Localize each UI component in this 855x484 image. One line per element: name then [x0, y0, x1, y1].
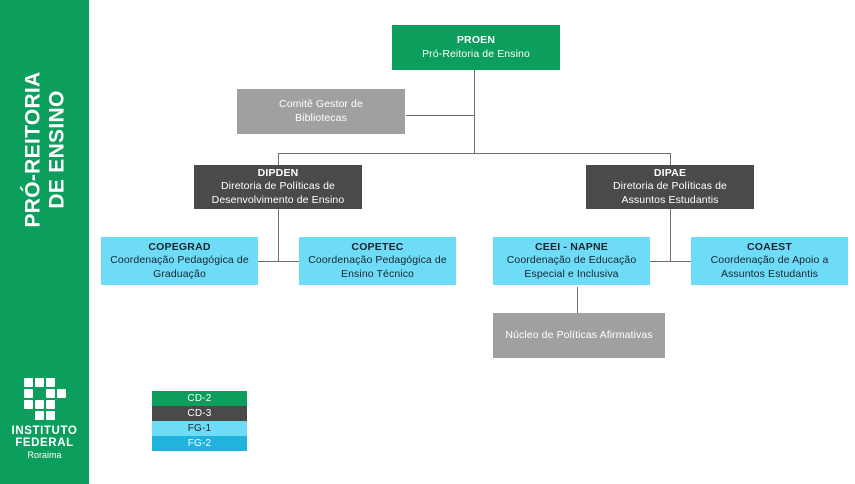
- node-proen[interactable]: PROEN Pró-Reitoria de Ensino: [392, 25, 560, 70]
- legend-label-fg1: FG-1: [187, 423, 212, 434]
- node-ceei-napne-subtitle: Coordenação de Educação Especial e Inclu…: [506, 254, 637, 280]
- node-copegrad-title: COPEGRAD: [148, 240, 211, 253]
- node-comite-subtitle: Comitê Gestor de Bibliotecas: [279, 98, 363, 124]
- legend-item-fg2: FG-2: [152, 436, 247, 451]
- legend-item-fg1: FG-1: [152, 421, 247, 436]
- node-coaest-subtitle: Coordenação de Apoio a Assuntos Estudant…: [710, 254, 829, 280]
- connector-dipden-stem: [278, 209, 279, 261]
- node-dipden[interactable]: DIPDEN Diretoria de Políticas de Desenvo…: [194, 165, 362, 209]
- connector-dipae-stem: [670, 209, 671, 261]
- legend-item-cd2: CD-2: [152, 391, 247, 406]
- chart-canvas: PROEN Pró-Reitoria de Ensino Comitê Gest…: [89, 0, 855, 484]
- legend-label-fg2: FG-2: [187, 438, 212, 449]
- node-dipden-subtitle: Diretoria de Políticas de Desenvolviment…: [211, 180, 345, 206]
- legend-label-cd2: CD-2: [187, 393, 212, 404]
- node-ceei-napne-title: CEEI - NAPNE: [535, 240, 608, 253]
- node-nucleo-politicas-afirmativas[interactable]: Núcleo de Políticas Afirmativas: [493, 313, 665, 358]
- node-ceei-napne[interactable]: CEEI - NAPNE Coordenação de Educação Esp…: [493, 237, 650, 285]
- logo-campus: Roraima: [27, 450, 62, 461]
- logo-institute-line2: FEDERAL: [15, 437, 74, 450]
- node-dipden-title: DIPDEN: [257, 166, 299, 179]
- node-copegrad-subtitle: Coordenação Pedagógica de Graduação: [110, 254, 249, 280]
- node-nucleo-subtitle: Núcleo de Políticas Afirmativas: [505, 328, 653, 341]
- institution-logo: INSTITUTO FEDERAL Roraima: [0, 378, 89, 461]
- connector-proen-stem: [474, 70, 475, 153]
- sidebar-title: PRÓ-REITORIA DE ENSINO: [21, 71, 68, 228]
- node-comite-gestor-bibliotecas[interactable]: Comitê Gestor de Bibliotecas: [237, 89, 405, 134]
- node-proen-title: PROEN: [456, 34, 496, 47]
- node-dipae[interactable]: DIPAE Diretoria de Políticas de Assuntos…: [586, 165, 754, 209]
- node-coaest[interactable]: COAEST Coordenação de Apoio a Assuntos E…: [691, 237, 848, 285]
- connector-comite-link: [406, 115, 475, 116]
- legend-label-cd3: CD-3: [187, 408, 212, 419]
- connector-dipden-drop: [278, 153, 279, 165]
- node-copegrad[interactable]: COPEGRAD Coordenação Pedagógica de Gradu…: [101, 237, 258, 285]
- node-dipae-subtitle: Diretoria de Políticas de Assuntos Estud…: [613, 180, 727, 206]
- connector-dipden-children-bar: [258, 261, 299, 262]
- node-copetec-subtitle: Coordenação Pedagógica de Ensino Técnico: [308, 254, 447, 280]
- if-logo-icon: [23, 378, 66, 420]
- node-dipae-title: DIPAE: [653, 166, 687, 179]
- node-proen-subtitle: Pró-Reitoria de Ensino: [422, 47, 530, 60]
- legend-item-cd3: CD-3: [152, 406, 247, 421]
- logo-institute-line1: INSTITUTO: [11, 425, 78, 437]
- node-coaest-title: COAEST: [747, 240, 792, 253]
- sidebar: PRÓ-REITORIA DE ENSINO INSTITUTO FEDERAL…: [0, 0, 89, 484]
- node-copetec-title: COPETEC: [351, 240, 404, 253]
- node-copetec[interactable]: COPETEC Coordenação Pedagógica de Ensino…: [299, 237, 456, 285]
- connector-dipae-children-bar: [650, 261, 691, 262]
- connector-directorate-bar: [278, 153, 671, 154]
- connector-dipae-drop: [670, 153, 671, 165]
- connector-ceei-nucleo: [577, 287, 578, 313]
- legend: CD-2 CD-3 FG-1 FG-2: [152, 391, 247, 451]
